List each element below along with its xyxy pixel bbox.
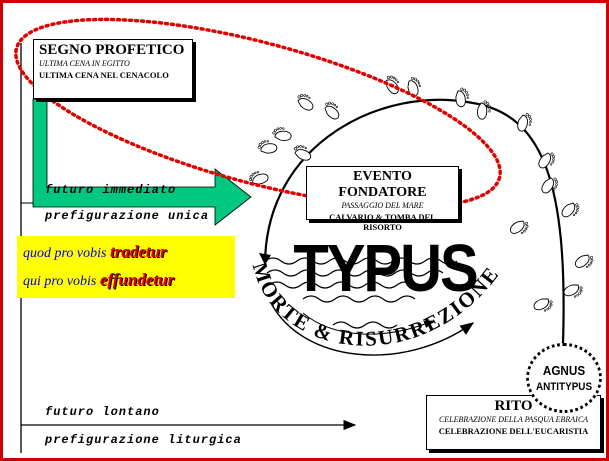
segno-profetico-box: SEGNO PROFETICO ULTIMA CENA IN EGITTO UL… — [33, 39, 193, 99]
red-dotted-ellipse — [14, 17, 502, 209]
agnus-badge: AGNUS ANTITYPUS — [526, 343, 602, 413]
latin-line2-red: effundetur — [99, 270, 175, 289]
typus-arc — [263, 98, 565, 344]
latin-panel: quod pro vobis tradetur qui pro vobis ef… — [17, 236, 235, 298]
latin-line1-pre: quod pro vobis — [23, 246, 107, 261]
evento-fondatore-line2: CALVARIO & TOMBA DEL RISORTO — [329, 212, 436, 232]
agnus-line1: AGNUS — [542, 363, 586, 378]
segno-profetico-line1: ULTIMA CENA IN EGITTO — [39, 59, 130, 68]
segno-profetico-title: SEGNO PROFETICO — [39, 42, 185, 58]
evento-fondatore-box: EVENTO FONDATORE PASSAGGIO DEL MARE CALV… — [306, 166, 459, 232]
latin-line2-pre: qui pro vobis — [23, 274, 97, 289]
agnus-line2: ANTITYPUS — [535, 381, 593, 393]
green-arrow — [32, 98, 252, 226]
latin-line-2: qui pro vobis effundetur — [23, 270, 174, 290]
rito-line1: CELEBRAZIONE DELLA PASQUA EBRAICA — [438, 415, 589, 424]
rito-title: RITO — [494, 398, 533, 414]
prefigurazione-unica-label: prefigurazione unica — [45, 209, 210, 223]
evento-fondatore-title: EVENTO FONDATORE — [338, 169, 427, 200]
evento-fondatore-line1: PASSAGGIO DEL MARE — [341, 201, 424, 210]
futuro-lontano-label: futuro lontano — [45, 405, 160, 419]
diagram-graphics: MORTE & RISURREZIONE — [14, 17, 595, 453]
rito-line2: CELEBRAZIONE DELL'EUCARISTIA — [438, 426, 589, 436]
latin-line1-red: tradetur — [109, 242, 167, 261]
prefigurazione-liturgica-label: prefigurazione liturgica — [45, 433, 242, 447]
latin-line-1: quod pro vobis tradetur — [23, 242, 167, 262]
futuro-immediato-label: futuro immediato — [45, 183, 177, 197]
segno-profetico-line2: ULTIMA CENA NEL CENACOLO — [39, 70, 169, 80]
sea-waves — [264, 257, 458, 329]
typus-title: TYPUS — [293, 231, 478, 307]
